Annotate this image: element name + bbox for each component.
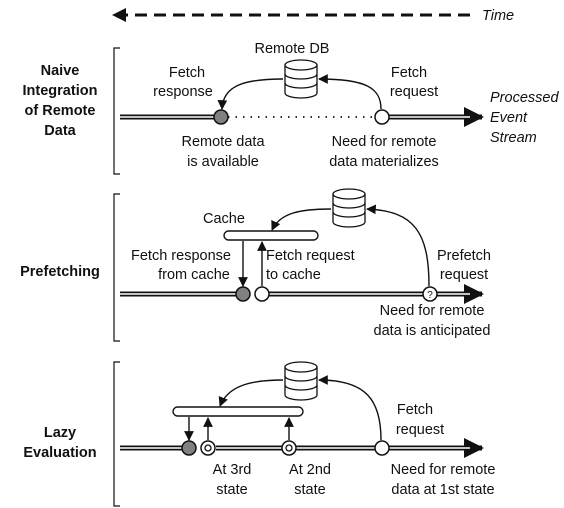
first-state-label: Need for remote bbox=[391, 462, 496, 478]
anticipated-marker-symbol: ? bbox=[427, 290, 433, 301]
time-axis: Time bbox=[112, 8, 514, 24]
third-state-label: state bbox=[216, 482, 247, 498]
second-state-label: state bbox=[294, 482, 325, 498]
anticipated-marker bbox=[422, 286, 438, 302]
first-state-marker bbox=[374, 440, 390, 456]
fetch-response-label: Fetch bbox=[169, 65, 205, 81]
fetch-response-label: response bbox=[153, 84, 213, 100]
third-state-marker-inner bbox=[204, 444, 212, 452]
panel-title-line: Lazy bbox=[44, 425, 76, 441]
prefetch-request-arrow bbox=[366, 204, 430, 287]
panel-lazy: Lazy Evaluation Fetch request At 3rd sta… bbox=[23, 361, 496, 507]
request-to-cache-label: to cache bbox=[266, 267, 321, 283]
lazy-fetch-request-arrow bbox=[318, 375, 382, 441]
remote-data-available-label: is available bbox=[187, 154, 259, 170]
panel-title-line: Data bbox=[44, 123, 76, 139]
second-state-label: At 2nd bbox=[289, 462, 331, 478]
panel-title-line: of Remote bbox=[25, 103, 96, 119]
fetch-request-arrow bbox=[318, 74, 382, 110]
materializes-label: data materializes bbox=[329, 154, 439, 170]
lazy-cache-bar bbox=[172, 406, 304, 417]
third-state-label: At 3rd bbox=[213, 462, 252, 478]
output-label: Event bbox=[490, 110, 528, 126]
cache-bar bbox=[223, 230, 319, 241]
lazy-fetch-response-arrow bbox=[218, 379, 284, 407]
panel-naive: Naive Integration of Remote Data Process… bbox=[23, 41, 559, 175]
response-from-cache-label: Fetch response bbox=[131, 248, 231, 264]
fetch-request-label: request bbox=[390, 84, 438, 100]
request-to-cache-label: Fetch request bbox=[266, 248, 355, 264]
remote-data-available-marker bbox=[213, 109, 229, 125]
prefetch-request-label: request bbox=[440, 267, 488, 283]
second-state-marker-inner bbox=[285, 444, 293, 452]
panel-bracket bbox=[113, 47, 120, 175]
remote-data-available-label: Remote data bbox=[181, 134, 265, 150]
remote-db-icon bbox=[284, 361, 318, 401]
output-label: Stream bbox=[490, 130, 537, 146]
cache-request-marker bbox=[254, 286, 270, 302]
output-label: Processed bbox=[490, 90, 559, 106]
lazy-fetch-request-label: Fetch bbox=[397, 402, 433, 418]
panel-title-line: Prefetching bbox=[20, 264, 100, 280]
panel-title-line: Evaluation bbox=[23, 445, 96, 461]
fetch-response-arrow bbox=[217, 78, 284, 110]
remote-db-icon bbox=[332, 188, 366, 228]
cache-response-marker bbox=[235, 286, 251, 302]
lazy-fetch-request-label: request bbox=[396, 422, 444, 438]
prefetch-request-label: Prefetch bbox=[437, 248, 491, 264]
cache-label: Cache bbox=[203, 211, 245, 227]
anticipated-label: data is anticipated bbox=[374, 323, 491, 339]
anticipated-label: Need for remote bbox=[380, 303, 485, 319]
panel-bracket bbox=[113, 193, 120, 342]
prefetch-response-arrow bbox=[271, 208, 332, 231]
panel-title-line: Integration bbox=[23, 83, 98, 99]
remote-db-label: Remote DB bbox=[255, 41, 330, 57]
time-label: Time bbox=[482, 8, 514, 24]
first-state-label: data at 1st state bbox=[391, 482, 494, 498]
panel-title-line: Naive bbox=[41, 63, 80, 79]
panel-prefetching: Prefetching ? Cache Fetch response from … bbox=[20, 188, 491, 342]
fetch-request-label: Fetch bbox=[391, 65, 427, 81]
response-from-cache-label: from cache bbox=[158, 267, 230, 283]
lazy-response-marker bbox=[181, 440, 197, 456]
time-arrow-head bbox=[112, 8, 126, 22]
panel-bracket bbox=[113, 361, 120, 507]
materializes-label: Need for remote bbox=[332, 134, 437, 150]
need-materializes-marker bbox=[374, 109, 390, 125]
remote-db-icon bbox=[284, 59, 318, 99]
